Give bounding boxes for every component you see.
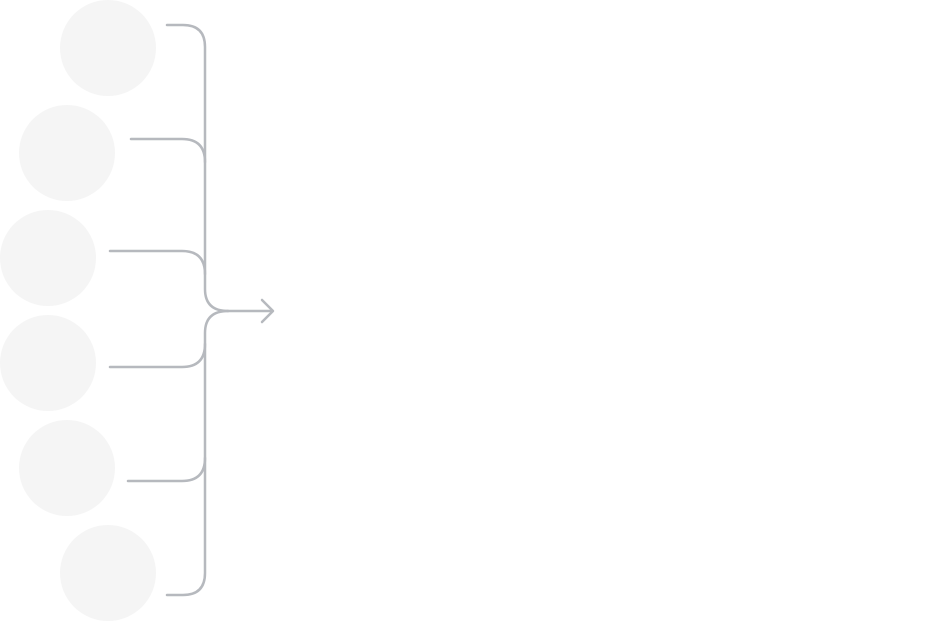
connector-6 xyxy=(165,309,230,597)
connector-1 xyxy=(165,23,230,313)
node-2 xyxy=(19,105,115,201)
node-4 xyxy=(0,315,96,411)
connector-3 xyxy=(108,249,207,276)
connectors xyxy=(108,23,275,597)
node-1 xyxy=(60,0,156,96)
connector-4 xyxy=(108,342,207,369)
node-6 xyxy=(60,525,156,621)
node-3 xyxy=(0,210,96,306)
connector-2 xyxy=(129,137,207,164)
arrow-head-icon xyxy=(260,298,275,324)
node-5 xyxy=(19,420,115,516)
nodes xyxy=(0,0,156,621)
connector-5 xyxy=(126,456,207,483)
